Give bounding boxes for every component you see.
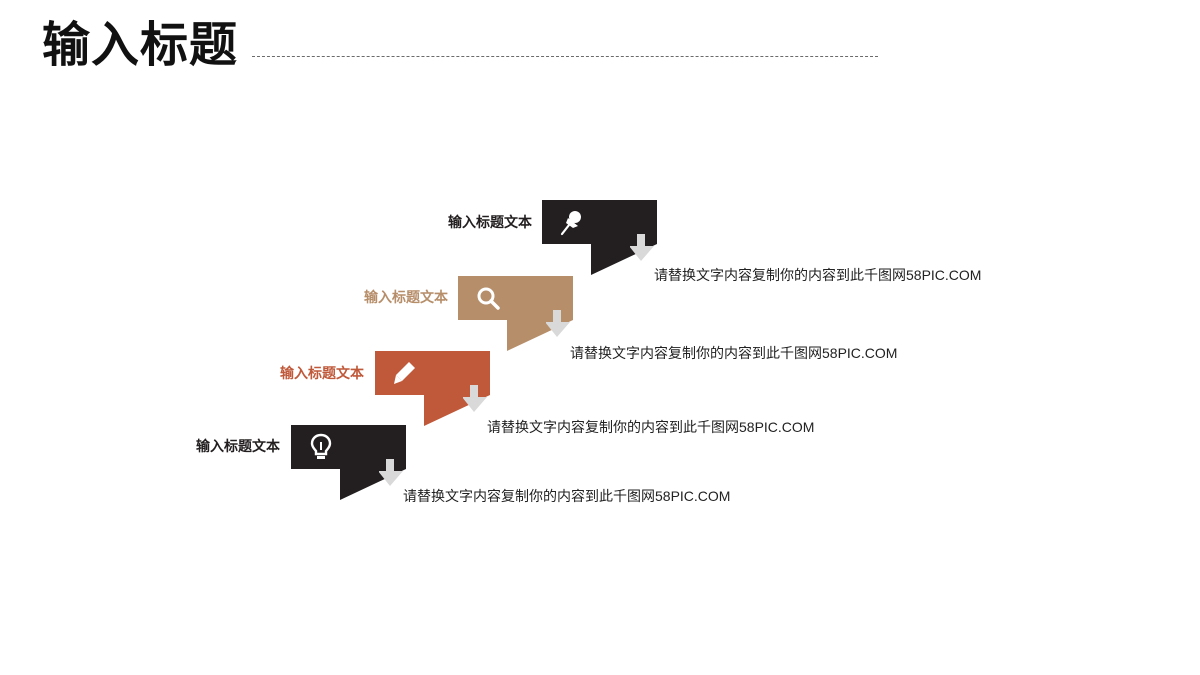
lightbulb-icon [310, 433, 332, 459]
step-4-label: 输入标题文本 [196, 439, 280, 455]
step-4-shape [291, 425, 406, 500]
step-1-block [542, 200, 657, 275]
step-3-label: 输入标题文本 [280, 366, 364, 382]
title-divider [252, 56, 878, 57]
step-2-shape [458, 276, 573, 351]
step-3-arrow-icon [463, 385, 487, 412]
step-4-block [291, 425, 406, 500]
page-title: 输入标题 [42, 17, 239, 73]
step-3-description: 请替换文字内容复制你的内容到此千图网58PIC.COM [487, 419, 815, 435]
step-2-arrow-icon [546, 310, 570, 337]
search-icon [477, 287, 500, 310]
step-2-description: 请替换文字内容复制你的内容到此千图网58PIC.COM [570, 345, 898, 361]
step-1-arrow-icon [630, 234, 654, 261]
pencil-icon [394, 362, 415, 384]
step-3-block [375, 351, 490, 426]
step-1-label: 输入标题文本 [448, 215, 532, 231]
step-2-block [458, 276, 573, 351]
step-2-label: 输入标题文本 [364, 290, 448, 306]
pushpin-icon [560, 211, 581, 236]
step-4-description: 请替换文字内容复制你的内容到此千图网58PIC.COM [403, 488, 731, 504]
step-4-arrow-icon [379, 459, 403, 486]
step-1-description: 请替换文字内容复制你的内容到此千图网58PIC.COM [654, 267, 982, 283]
